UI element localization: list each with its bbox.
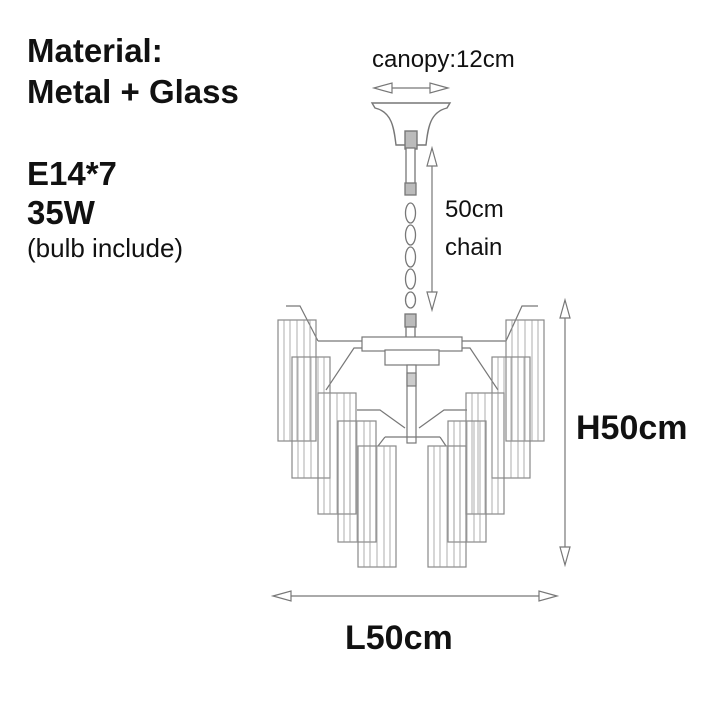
bulb-note: (bulb include) xyxy=(27,233,184,263)
bulb-type: E14*7 xyxy=(27,155,117,192)
glass-tubes-right xyxy=(427,319,545,568)
length-arrow xyxy=(270,590,560,602)
material-label: Material: xyxy=(27,32,163,69)
chain-label: chain xyxy=(445,234,503,261)
length-dimension-label: L50cm xyxy=(345,619,453,657)
canopy-width-arrow xyxy=(371,82,451,94)
wattage: 35W xyxy=(27,194,95,231)
chain-length-arrow xyxy=(426,145,438,313)
glass-tubes-left xyxy=(277,319,397,568)
height-arrow xyxy=(559,297,571,568)
chandelier-body xyxy=(286,305,538,447)
chain-length-label: 50cm xyxy=(445,196,504,223)
chain-rod xyxy=(404,147,417,340)
canopy xyxy=(370,102,452,150)
height-dimension-label: H50cm xyxy=(576,409,688,447)
material-value: Metal + Glass xyxy=(27,73,239,110)
canopy-dimension-label: canopy:12cm xyxy=(372,46,515,73)
